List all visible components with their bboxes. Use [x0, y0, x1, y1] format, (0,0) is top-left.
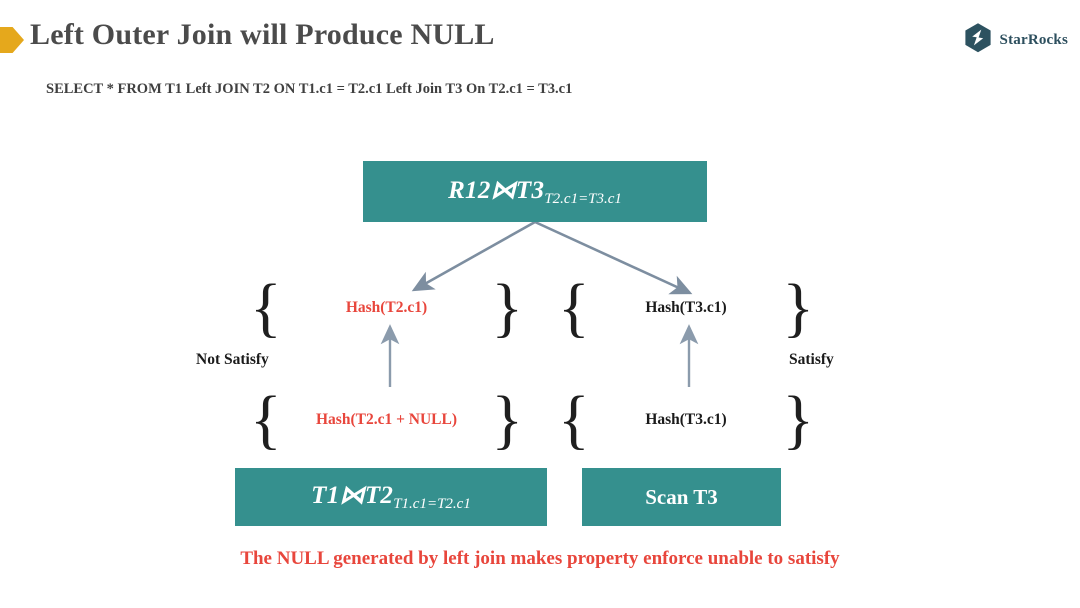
brand-name: StarRocks — [999, 31, 1068, 48]
property-required-left-text: Hash(T2.c1) — [345, 299, 428, 316]
property-group-delivered-left: { Hash(T2.c1 + NULL) } — [250, 382, 523, 456]
brace-close-icon: } — [782, 382, 814, 456]
brace-open-icon: { — [558, 382, 590, 456]
page-title: Left Outer Join will Produce NULL — [30, 18, 495, 51]
node-left-child-expression: T1⋈T2T1.c1=T2.c1 — [311, 480, 471, 513]
verdict-label-right: Satisfy — [789, 351, 834, 368]
node-top-join-expression: R12⋈T3T2.c1=T3.c1 — [448, 175, 622, 208]
property-group-delivered-right: { Hash(T3.c1) } — [552, 382, 814, 456]
brand-logo: StarRocks — [963, 22, 1068, 58]
bottom-caption: The NULL generated by left join makes pr… — [240, 548, 840, 569]
sql-query-subtitle: SELECT * FROM T1 Left JOIN T2 ON T1.c1 =… — [46, 81, 573, 97]
brace-close-icon: } — [491, 270, 523, 344]
node-left-child-main: T1⋈T2 — [311, 482, 394, 510]
brace-open-icon: { — [250, 270, 282, 344]
brace-open-icon: { — [558, 270, 590, 344]
node-left-child-subscript: T1.c1=T2.c1 — [393, 496, 471, 513]
brace-close-icon: } — [491, 382, 523, 456]
property-group-required-right: { Hash(T3.c1) } — [552, 270, 814, 344]
property-required-right-text: Hash(T3.c1) — [645, 299, 727, 316]
property-delivered-right-text: Hash(T3.c1) — [645, 411, 727, 428]
property-delivered-left-text: Hash(T2.c1 + NULL) — [315, 411, 458, 428]
brace-close-icon: } — [782, 270, 814, 344]
node-left-child-join[interactable]: T1⋈T2T1.c1=T2.c1 — [235, 468, 547, 526]
verdict-label-left: Not Satisfy — [196, 351, 269, 368]
slide-header: Left Outer Join will Produce NULL SELECT… — [0, 0, 1080, 97]
starrocks-hexagon-bolt-icon — [963, 22, 993, 58]
node-right-child-label: Scan T3 — [645, 484, 718, 509]
node-top-join-subscript: T2.c1=T3.c1 — [544, 191, 622, 208]
brace-open-icon: { — [250, 382, 282, 456]
node-right-child-scan[interactable]: Scan T3 — [582, 468, 781, 526]
node-top-join[interactable]: R12⋈T3T2.c1=T3.c1 — [363, 161, 707, 222]
property-group-required-left: { Hash(T2.c1) } — [250, 270, 523, 344]
node-top-join-main: R12⋈T3 — [448, 176, 545, 204]
